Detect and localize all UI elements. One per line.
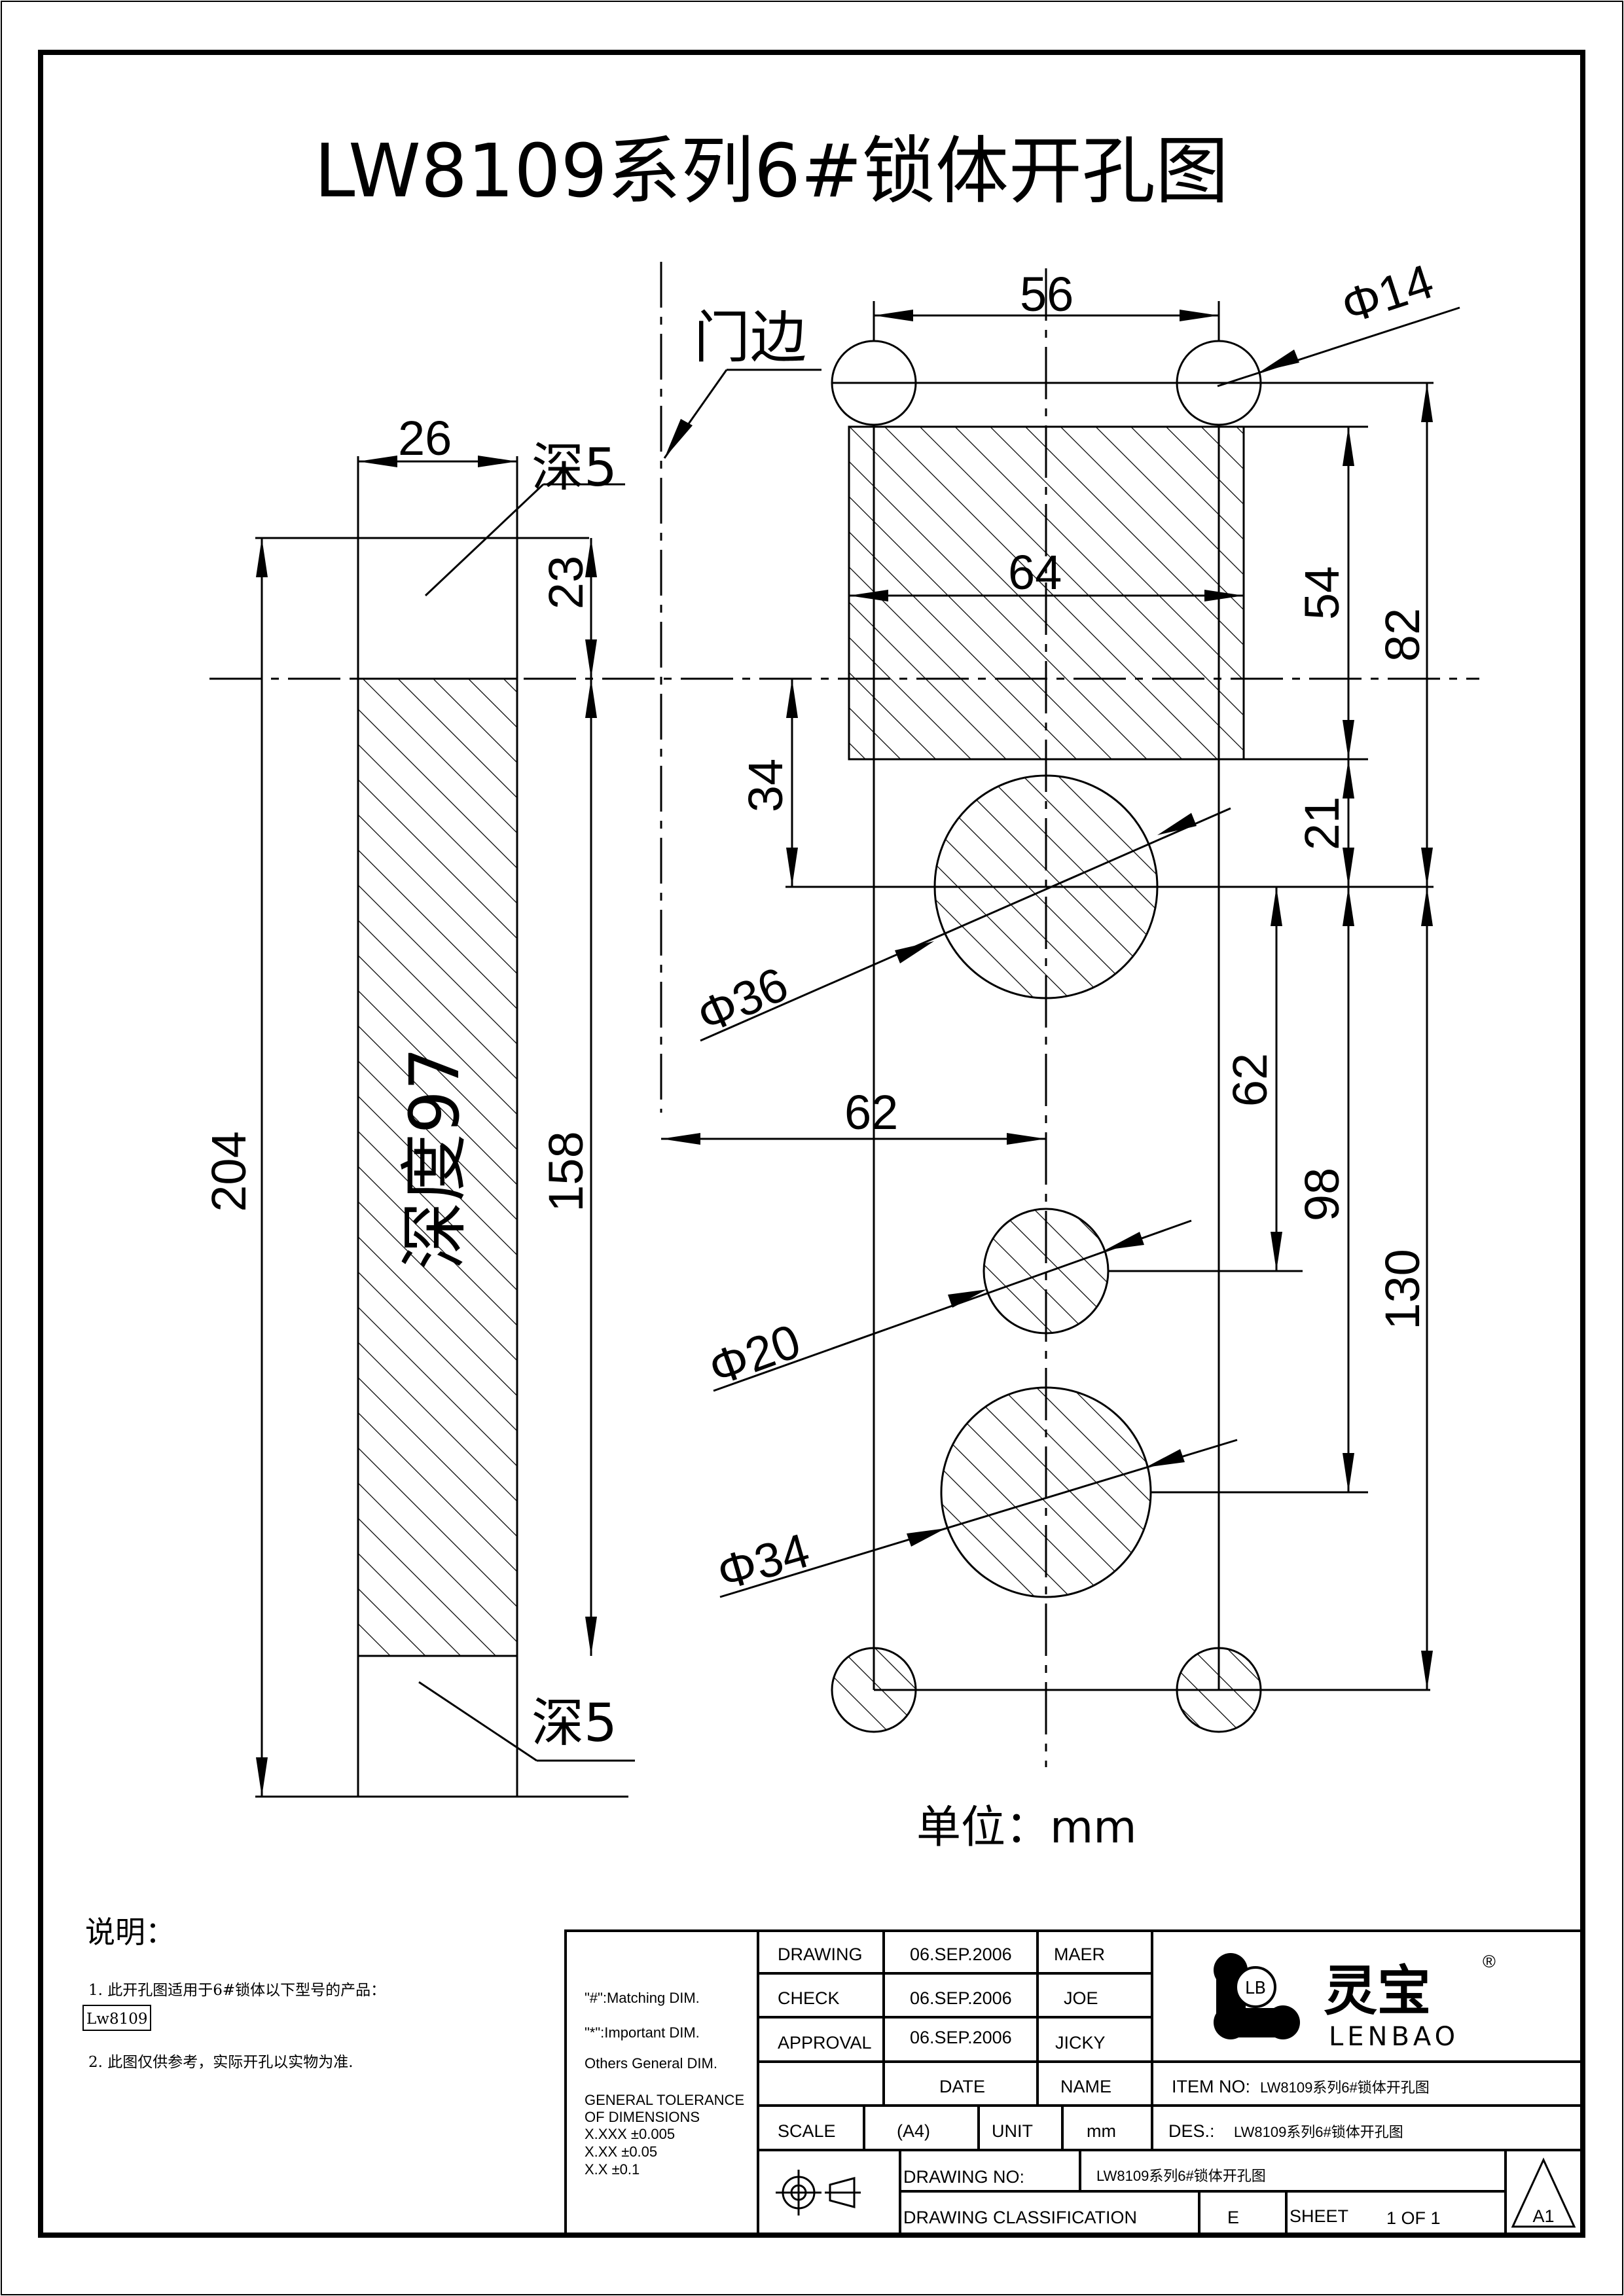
- tb-row-name: MAER: [1054, 1945, 1105, 1964]
- tb-row-label: CHECK: [778, 1988, 840, 2008]
- drawing-frame: [38, 50, 1585, 2238]
- phi34-arrowhead: [1146, 1449, 1185, 1467]
- tb-name-header: NAME: [1060, 2077, 1111, 2096]
- brand-registered: ®: [1483, 1952, 1496, 1971]
- tb-row-date: 06.SEP.2006: [910, 2028, 1012, 2047]
- dim-phi20: Φ20: [702, 1314, 807, 1396]
- drawing-title: LW8109系列6#锁体开孔图: [314, 129, 1229, 214]
- tb-scale-value: (A4): [897, 2121, 930, 2141]
- dim-158: 158: [539, 1131, 593, 1211]
- lenbao-logo: LB: [1214, 1953, 1300, 2039]
- tb-classification-value: E: [1227, 2208, 1239, 2227]
- tb-des-label: DES.:: [1168, 2121, 1215, 2141]
- phi20-arrowhead: [1105, 1232, 1144, 1250]
- tb-row-date: 06.SEP.2006: [910, 1945, 1012, 1964]
- tb-row-name: JICKY: [1055, 2033, 1106, 2053]
- depth5-top-leader: [424, 483, 545, 597]
- depth5-bottom-leader: [418, 1681, 537, 1762]
- dim-phi36: Φ36: [689, 956, 796, 1043]
- sheet-size-triangle: [1511, 2157, 1576, 2228]
- hole-phi34: [940, 1386, 1152, 1598]
- depth5-bottom-label: 深5: [532, 1693, 617, 1753]
- tb-tolerance-2: OF DIMENSIONS: [585, 2109, 700, 2125]
- notes-heading: 说明：: [85, 1914, 175, 1950]
- tb-drawing-no-value: LW8109系列6#锁体开孔图: [1096, 2168, 1266, 2184]
- tb-tol-x: X.X ±0.1: [585, 2161, 640, 2178]
- dim-26: 26: [398, 411, 452, 465]
- logo-badge: [1235, 1966, 1276, 2008]
- dim-21: 21: [1295, 797, 1349, 850]
- tb-others: Others General DIM.: [585, 2055, 717, 2072]
- dim-56: 56: [1020, 267, 1074, 321]
- tb-unit-label: UNIT: [992, 2121, 1033, 2141]
- door-edge-arrowhead: [664, 419, 693, 458]
- dim-34: 34: [738, 759, 793, 812]
- tb-tolerance-1: GENERAL TOLERANCE: [585, 2092, 744, 2108]
- tb-des-value: LW8109系列6#锁体开孔图: [1234, 2124, 1403, 2140]
- depth5-top-label: 深5: [532, 437, 617, 498]
- tb-row-name: JOE: [1064, 1988, 1098, 2008]
- dim-23: 23: [539, 556, 593, 609]
- tb-row-label: APPROVAL: [778, 2033, 872, 2053]
- dim-62-horizontal: 62: [844, 1085, 898, 1139]
- tb-scale-label: SCALE: [778, 2121, 836, 2141]
- tb-drawing-no-label: DRAWING NO:: [903, 2167, 1024, 2187]
- tb-sheet-value: 1 OF 1: [1386, 2208, 1441, 2228]
- dim-98: 98: [1295, 1168, 1349, 1221]
- phi36-arrowhead: [1157, 813, 1197, 835]
- mortise-hatched: [357, 677, 518, 1657]
- note-line-1: 1. 此开孔图适用于6#锁体以下型号的产品：: [88, 1982, 386, 1999]
- model-box: [82, 2005, 151, 2031]
- tb-classification-label: DRAWING CLASSIFICATION: [903, 2208, 1137, 2227]
- tb-important: "*":Important DIM.: [585, 2024, 700, 2041]
- dim-130: 130: [1375, 1249, 1430, 1329]
- tb-sheet-label: SHEET: [1290, 2206, 1348, 2226]
- logo-badge-text: LB: [1245, 1979, 1266, 1998]
- brand-en: LENBAO: [1329, 2022, 1459, 2052]
- dim-phi14: Φ14: [1335, 254, 1439, 334]
- phi20-arrowhead: [948, 1289, 987, 1308]
- screw-hole-bottom-right: [1176, 1647, 1262, 1733]
- note-line-2: 2. 此图仅供参考，实际开孔以实物为准.: [88, 2054, 353, 2071]
- screw-hole-bottom-left: [831, 1647, 917, 1733]
- tb-item-no-label: ITEM NO:: [1172, 2077, 1250, 2096]
- dim-64: 64: [1008, 545, 1062, 600]
- phi14-arrowhead: [1260, 350, 1299, 372]
- leader-phi36: [700, 807, 1231, 1042]
- phi36-arrowhead: [895, 941, 934, 963]
- brand-cn: 灵宝: [1324, 1960, 1431, 2022]
- tb-tol-xxx: X.XXX ±0.005: [585, 2126, 675, 2142]
- dim-62-vertical: 62: [1223, 1053, 1277, 1107]
- tb-unit-value: mm: [1087, 2121, 1116, 2141]
- depth97-label: 深度97: [395, 1047, 475, 1270]
- dim-204: 204: [202, 1131, 256, 1211]
- tb-row-date: 06.SEP.2006: [910, 1988, 1012, 2008]
- tb-row-label: DRAWING: [778, 1945, 863, 1964]
- tb-matching: "#":Matching DIM.: [585, 1990, 700, 2006]
- unit-label: 单位：mm: [916, 1802, 1136, 1854]
- projection-symbol: [776, 2170, 861, 2215]
- note-model: Lw8109: [86, 2011, 148, 2028]
- title-block: [564, 1929, 1583, 2236]
- tb-date-header: DATE: [939, 2077, 985, 2096]
- dim-82: 82: [1375, 608, 1430, 662]
- phi34-arrowhead: [907, 1528, 946, 1547]
- dim-phi34: Φ34: [712, 1523, 816, 1601]
- tb-tol-xx: X.XX ±0.05: [585, 2144, 657, 2160]
- leader-phi14: [1217, 306, 1460, 387]
- door-edge-label: 门边: [694, 305, 806, 370]
- hole-phi20: [983, 1208, 1110, 1335]
- tb-size: A1: [1532, 2206, 1554, 2226]
- tb-item-no-value: LW8109系列6#锁体开孔图: [1260, 2079, 1430, 2096]
- dim-54: 54: [1295, 566, 1349, 620]
